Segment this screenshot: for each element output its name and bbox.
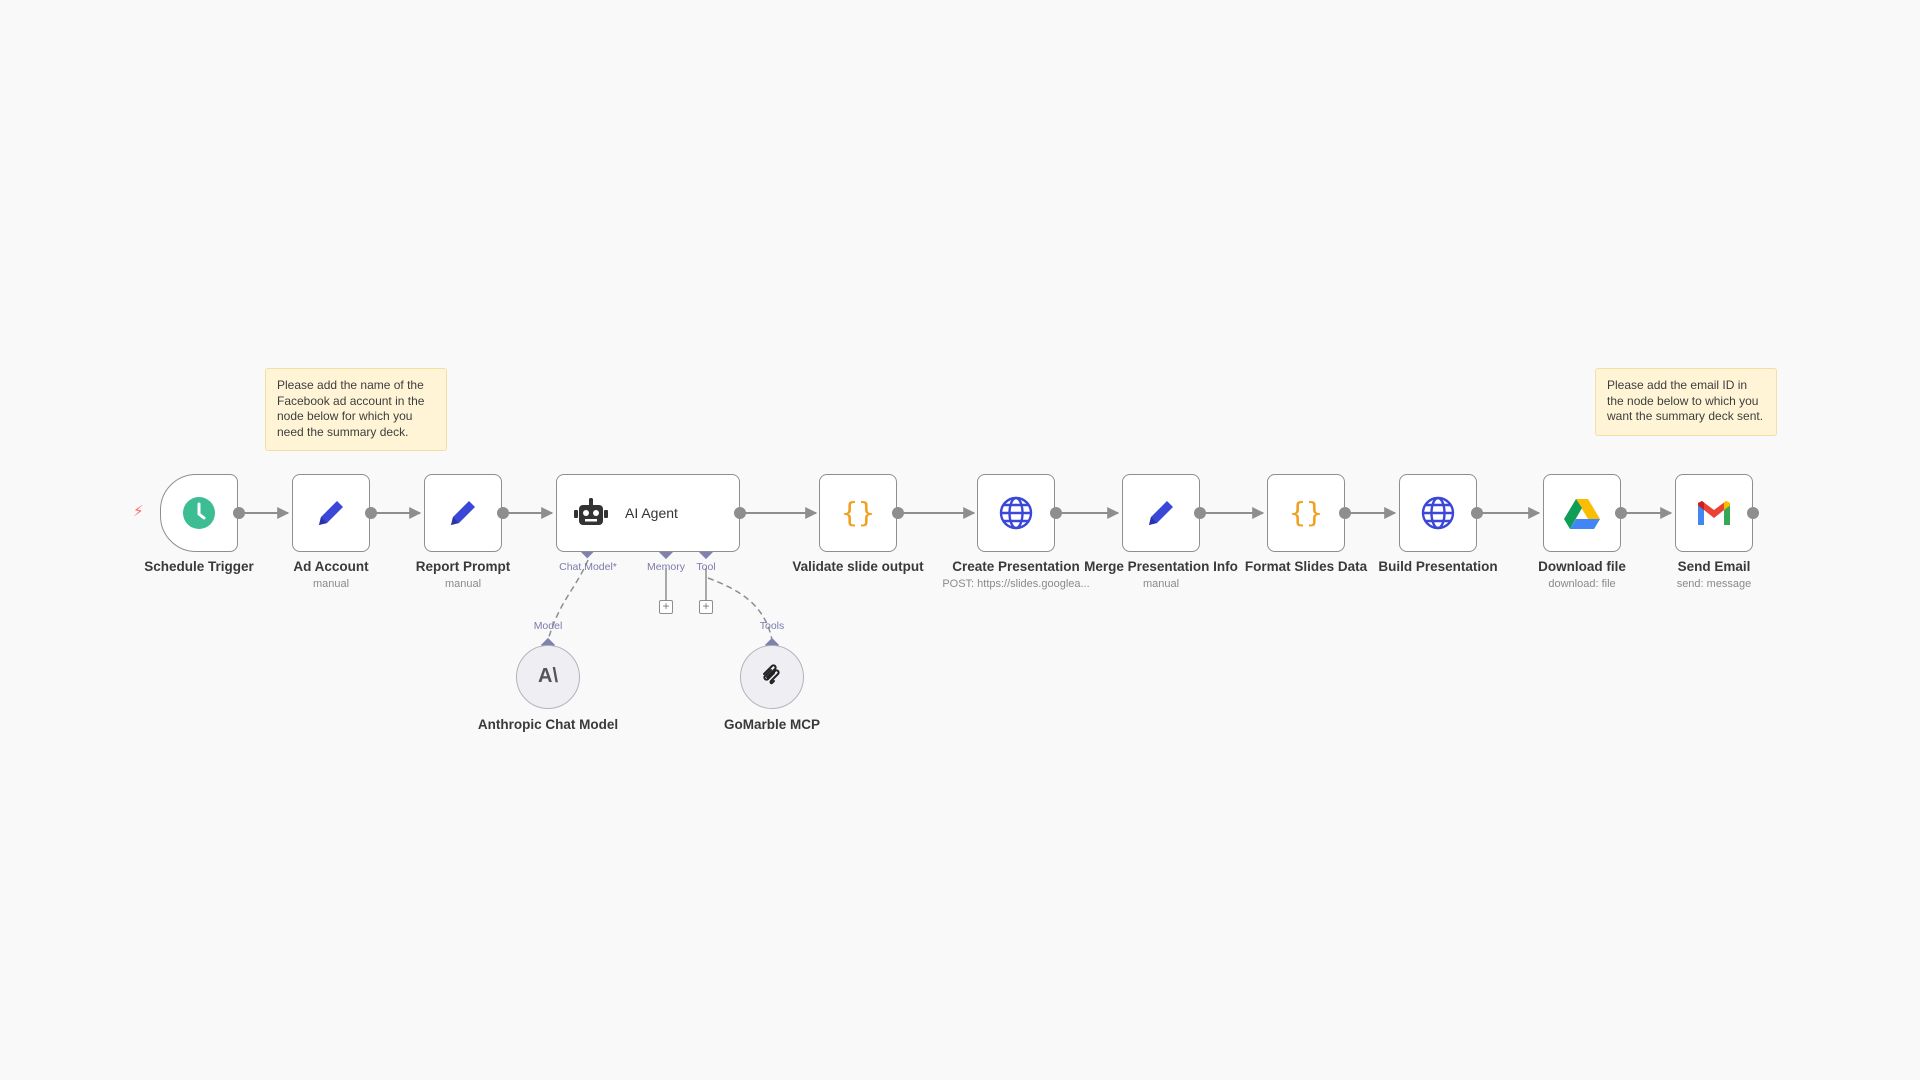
sticky-note-text: Please add the email ID in the node belo… (1607, 378, 1764, 423)
node-title: Merge Presentation Info (1084, 559, 1238, 574)
output-connector[interactable] (1747, 507, 1759, 519)
mcp-icon (760, 663, 784, 692)
node-build-presentation[interactable] (1399, 474, 1477, 552)
svg-text:{}: {} (1289, 496, 1323, 529)
add-tool-button[interactable]: + (699, 600, 713, 614)
output-connector[interactable] (233, 507, 245, 519)
clock-icon (179, 493, 219, 533)
svg-text:A\: A\ (538, 665, 558, 686)
port-label-tools: Tools (759, 620, 785, 632)
globe-icon (1418, 493, 1458, 533)
node-ai-agent[interactable]: AI Agent (556, 474, 740, 552)
node-report-prompt[interactable] (424, 474, 502, 552)
globe-icon (996, 493, 1036, 533)
output-connector[interactable] (734, 507, 746, 519)
sticky-note-email[interactable]: Please add the email ID in the node belo… (1595, 368, 1777, 436)
sticky-note-text: Please add the name of the Facebook ad a… (277, 378, 425, 439)
node-ad-account[interactable] (292, 474, 370, 552)
port-label-memory: Memory (647, 561, 685, 573)
output-connector[interactable] (497, 507, 509, 519)
google-drive-icon (1562, 493, 1602, 533)
pencil-icon (311, 493, 351, 533)
node-title: Format Slides Data (1244, 559, 1368, 574)
anthropic-icon: A\ (534, 664, 562, 691)
output-connector[interactable] (365, 507, 377, 519)
node-title: Build Presentation (1378, 559, 1498, 574)
port-label-tool: Tool (696, 561, 716, 573)
output-connector[interactable] (1050, 507, 1062, 519)
node-gomarble-mcp[interactable] (740, 645, 804, 709)
node-title: Create Presentation (952, 559, 1080, 574)
node-title: Report Prompt (415, 559, 511, 574)
sticky-note-ad-account[interactable]: Please add the name of the Facebook ad a… (265, 368, 447, 451)
trigger-bolt-icon: ⚡ (133, 503, 144, 520)
node-create-presentation[interactable] (977, 474, 1055, 552)
node-title: Anthropic Chat Model (477, 717, 619, 732)
node-send-email[interactable] (1675, 474, 1753, 552)
braces-icon: {} (1286, 493, 1326, 533)
port-label-chat-model: Chat Model* (559, 561, 617, 573)
node-title: Validate slide output (792, 559, 924, 574)
svg-text:{}: {} (841, 496, 875, 529)
output-connector[interactable] (892, 507, 904, 519)
pencil-icon (443, 493, 483, 533)
output-connector[interactable] (1615, 507, 1627, 519)
node-subtitle: send: message (1676, 578, 1752, 590)
node-download-file[interactable] (1543, 474, 1621, 552)
output-connector[interactable] (1471, 507, 1483, 519)
node-title: Send Email (1677, 559, 1751, 574)
gmail-icon (1694, 493, 1734, 533)
node-subtitle: manual (1142, 578, 1180, 590)
node-title: Schedule Trigger (144, 559, 254, 574)
output-connector[interactable] (1339, 507, 1351, 519)
port-label-model: Model (533, 620, 563, 632)
node-title: Download file (1538, 559, 1626, 574)
node-schedule-trigger[interactable] (160, 474, 238, 552)
node-format-slides-data[interactable]: {} (1267, 474, 1345, 552)
node-title: AI Agent (625, 505, 678, 521)
node-anthropic-chat-model[interactable]: A\ (516, 645, 580, 709)
node-subtitle: manual (444, 578, 482, 590)
robot-icon (571, 493, 611, 533)
node-title: GoMarble MCP (723, 717, 820, 732)
node-title: Ad Account (293, 559, 369, 574)
braces-icon: {} (838, 493, 878, 533)
node-merge-presentation-info[interactable] (1122, 474, 1200, 552)
output-connector[interactable] (1194, 507, 1206, 519)
pencil-icon (1141, 493, 1181, 533)
add-memory-button[interactable]: + (659, 600, 673, 614)
node-validate-slide-output[interactable]: {} (819, 474, 897, 552)
